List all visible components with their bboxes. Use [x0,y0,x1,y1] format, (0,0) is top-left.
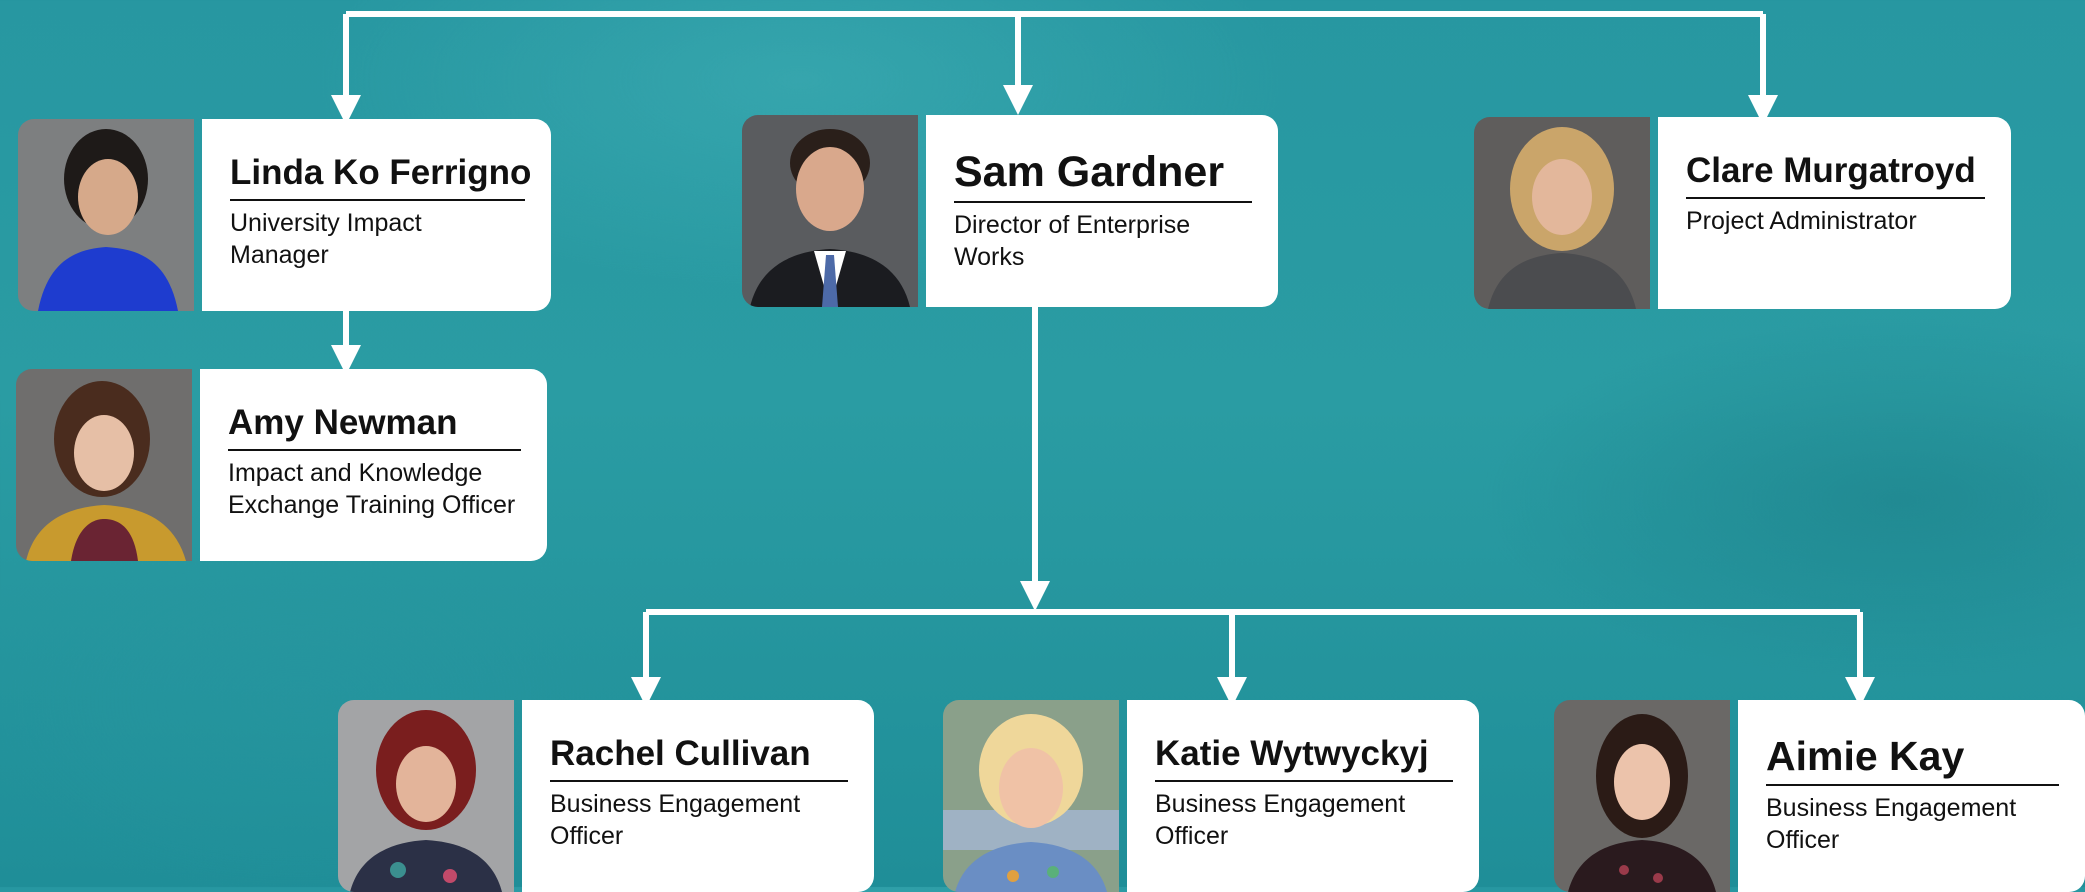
person-card-clare-murgatroyd: Clare Murgatroyd Project Administrator [1474,117,2011,309]
person-card-amy-newman: Amy Newman Impact and Knowledge Exchange… [16,369,547,561]
person-card-rachel-cullivan: Rachel Cullivan Business Engagement Offi… [338,700,874,892]
portrait-photo [338,700,514,892]
person-name: Clare Murgatroyd [1686,151,1985,199]
person-role: Business Engagement Officer [1155,790,1406,850]
portrait-photo [16,369,192,561]
person-card-sam-gardner: Sam Gardner Director of Enterprise Works [742,115,1278,307]
person-role: University Impact Manager [230,209,422,269]
person-role: Impact and Knowledge Exchange Training O… [228,459,516,519]
person-role: Business Engagement Officer [1766,794,2017,854]
portrait-photo [1474,117,1650,309]
person-role: Project Administrator [1686,207,1917,235]
person-name: Sam Gardner [954,149,1252,203]
person-name: Aimie Kay [1766,734,2059,786]
person-card-katie-wytwyckyj: Katie Wytwyckyj Business Engagement Offi… [943,700,1479,892]
portrait-photo [18,119,194,311]
portrait-photo [943,700,1119,892]
person-card-linda-ko-ferrigno: Linda Ko Ferrigno University Impact Mana… [18,119,551,311]
person-name: Amy Newman [228,403,521,451]
person-card-aimie-kay: Aimie Kay Business Engagement Officer [1554,700,2085,892]
person-name: Katie Wytwyckyj [1155,734,1453,782]
portrait-photo [742,115,918,307]
person-role: Business Engagement Officer [550,790,801,850]
person-name: Rachel Cullivan [550,734,848,782]
portrait-photo [1554,700,1730,892]
person-role: Director of Enterprise Works [954,211,1191,271]
person-name: Linda Ko Ferrigno [230,153,531,201]
